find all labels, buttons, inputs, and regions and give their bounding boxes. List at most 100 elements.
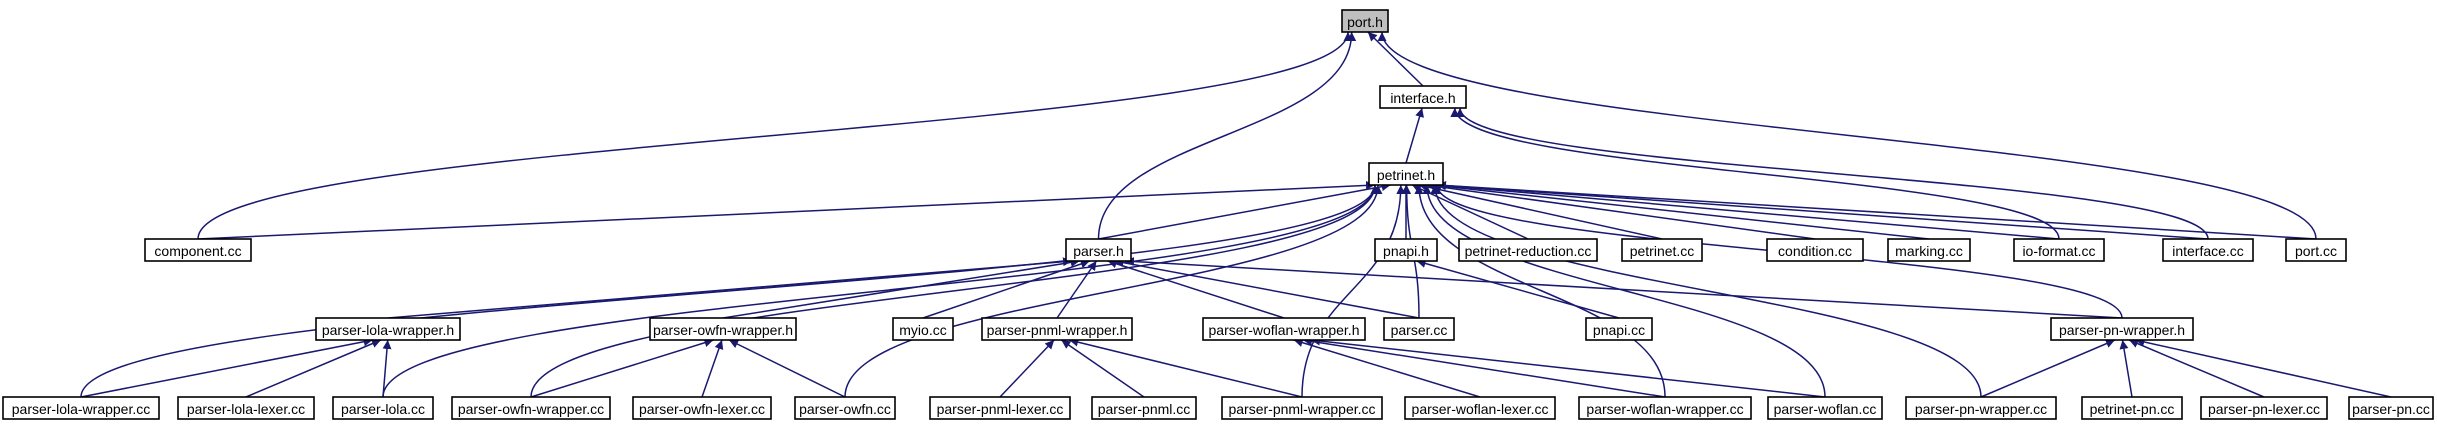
node-box [981,317,1133,341]
node-parser-lola-cc[interactable]: parser-lola.cc [332,396,434,420]
node-box [144,238,252,262]
node-box [1383,317,1455,341]
node-petrinet-cc[interactable]: petrinet.cc [1621,238,1703,262]
node-label: parser-owfn.cc [799,401,891,417]
node-label: parser-woflan-wrapper.cc [1586,401,1743,417]
edge-port-cc-to-port-h [1377,31,2317,240]
node-petrinet-reduction-cc[interactable]: petrinet-reduction.cc [1458,238,1598,262]
node-pnapi-h[interactable]: pnapi.h [1374,238,1438,262]
edge-parser-lola-cc-to-petrinet-h [382,184,1380,398]
node-petrinet-h[interactable]: petrinet.h [1368,162,1444,186]
node-label: parser-pnml.cc [1098,401,1191,417]
node-myio-cc[interactable]: myio.cc [892,317,954,341]
node-parser-woflan-wrapper-h[interactable]: parser-woflan-wrapper.h [1202,317,1366,341]
node-parser-pn-cc[interactable]: parser-pn.cc [2348,396,2434,420]
node-parser-woflan-lexer-cc[interactable]: parser-woflan-lexer.cc [1404,396,1556,420]
edge-myio-cc-to-parser-h [922,259,1090,319]
node-parser-woflan-cc[interactable]: parser-woflan.cc [1767,396,1883,420]
edge-parser-pnml-wrapper-cc-to-parser-pnml-wrapper-h [1069,337,1303,398]
edge-component-cc-to-petrinet-h [197,180,1376,240]
node-box [1585,317,1653,341]
node-label: myio.cc [899,322,946,338]
node-condition-cc[interactable]: condition.cc [1766,238,1864,262]
node-parser-pnml-wrapper-cc[interactable]: parser-pnml-wrapper.cc [1221,396,1383,420]
node-parser-pnml-cc[interactable]: parser-pnml.cc [1091,396,1197,420]
node-box [2285,238,2347,262]
edge-parser-lola-wrapper-cc-to-parser-lola-wrapper-h [80,337,373,398]
node-interface-h[interactable]: interface.h [1379,85,1467,109]
node-box [2348,396,2434,420]
node-parser-owfn-wrapper-cc[interactable]: parser-owfn-wrapper.cc [451,396,611,420]
node-box [1341,9,1389,33]
edge-parser-pn-wrapper-cc-to-parser-pn-wrapper-h [1980,339,2116,398]
node-box [649,317,797,341]
edge-petrinet-cc-to-petrinet-h [1418,182,1663,240]
edge-parser-h-to-port-h [1097,31,1357,240]
node-label: parser-owfn-wrapper.cc [458,401,604,417]
node-label: parser-owfn-wrapper.h [653,322,793,338]
node-box [2162,238,2254,262]
node-interface-cc[interactable]: interface.cc [2162,238,2254,262]
node-parser-pnml-lexer-cc[interactable]: parser-pnml-lexer.cc [929,396,1071,420]
node-parser-lola-lexer-cc[interactable]: parser-lola-lexer.cc [177,396,315,420]
node-label: parser-pnml-wrapper.cc [1228,401,1375,417]
node-box [1767,396,1883,420]
node-parser-owfn-lexer-cc[interactable]: parser-owfn-lexer.cc [632,396,772,420]
node-parser-h[interactable]: parser.h [1065,238,1132,262]
node-parser-cc[interactable]: parser.cc [1383,317,1455,341]
node-petrinet-pn-cc[interactable]: petrinet-pn.cc [2081,396,2183,420]
node-component-cc[interactable]: component.cc [144,238,252,262]
node-parser-owfn-wrapper-h[interactable]: parser-owfn-wrapper.h [649,317,797,341]
edge-parser-pn-wrapper-cc-to-petrinet-h [1430,184,1982,398]
node-box [892,317,954,341]
node-box [1404,396,1556,420]
node-pnapi-cc[interactable]: pnapi.cc [1585,317,1653,341]
node-parser-lola-wrapper-cc[interactable]: parser-lola-wrapper.cc [2,396,160,420]
node-parser-lola-wrapper-h[interactable]: parser-lola-wrapper.h [315,317,461,341]
node-parser-pnml-wrapper-h[interactable]: parser-pnml-wrapper.h [981,317,1133,341]
edge-pnapi-cc-to-pnapi-h [1416,259,1620,319]
edge-port-cc-to-petrinet-h [1436,181,2317,240]
node-parser-woflan-wrapper-cc[interactable]: parser-woflan-wrapper.cc [1578,396,1752,420]
edge-parser-woflan-lexer-cc-to-parser-woflan-wrapper-h [1293,338,1481,398]
edge-parser-pnml-cc-to-parser-pnml-wrapper-h [1060,339,1145,398]
edge-parser-pn-lexer-cc-to-parser-pn-wrapper-h [2128,339,2265,398]
node-label: io-format.cc [2022,243,2095,259]
edge-parser-lola-cc-to-parser-lola-wrapper-h [382,339,392,398]
node-box [315,317,461,341]
node-box [2050,317,2194,341]
node-box [451,396,611,420]
node-label: port.cc [2295,243,2337,259]
node-box [2013,238,2105,262]
edge-parser-woflan-wrapper-cc-to-petrinet-h [1414,184,1666,398]
node-parser-pn-lexer-cc[interactable]: parser-pn-lexer.cc [2200,396,2328,420]
node-marking-cc[interactable]: marking.cc [1887,238,1971,262]
edge-parser-pn-wrapper-h-to-parser-h [1124,257,2123,319]
node-parser-pn-wrapper-cc[interactable]: parser-pn-wrapper.cc [1905,396,2057,420]
node-port-cc[interactable]: port.cc [2285,238,2347,262]
node-box [794,396,896,420]
node-box [1221,396,1383,420]
edge-marking-cc-to-petrinet-h [1432,181,1930,240]
edge-parser-owfn-cc-to-parser-owfn-wrapper-h [728,339,846,398]
node-label: parser.h [1073,243,1124,259]
node-box [2,396,160,420]
node-parser-pn-wrapper-h[interactable]: parser-pn-wrapper.h [2050,317,2194,341]
node-label: parser-lola-lexer.cc [187,401,305,417]
node-io-format-cc[interactable]: io-format.cc [2013,238,2105,262]
node-label: petrinet.cc [1630,243,1695,259]
edge-parser-lola-lexer-cc-to-parser-lola-wrapper-h [245,339,382,398]
node-box [1766,238,1864,262]
node-box [632,396,772,420]
node-box [1578,396,1752,420]
edge-parser-pnml-wrapper-cc-to-petrinet-h [1301,184,1406,398]
edge-parser-woflan-cc-to-petrinet-h [1422,184,1826,398]
edge-parser-lola-wrapper-cc-to-petrinet-h [80,184,1380,398]
node-box [1091,396,1197,420]
node-label: parser.cc [1391,322,1448,338]
node-parser-owfn-cc[interactable]: parser-owfn.cc [794,396,896,420]
node-label: component.cc [154,243,241,259]
edge-io-format-cc-to-petrinet-h [1436,181,2060,240]
edge-interface-cc-to-interface-h [1455,107,2209,240]
edge-parser-woflan-wrapper-h-to-parser-h [1107,259,1285,319]
